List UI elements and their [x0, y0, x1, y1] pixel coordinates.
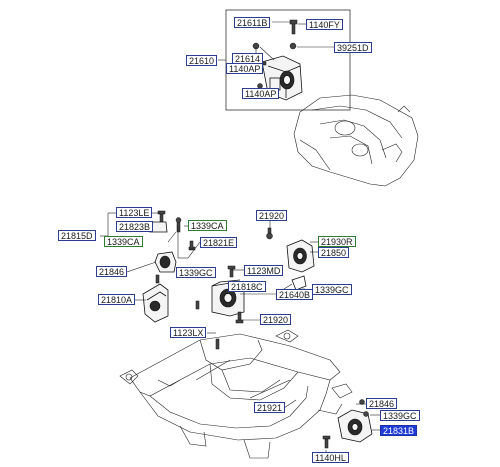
- left-mount-assembly: [142, 210, 182, 323]
- part-label-21815D[interactable]: 21815D: [58, 230, 96, 241]
- part-label-21846-left[interactable]: 21846: [96, 266, 128, 277]
- part-label-21831B-highlighted[interactable]: 21831B: [380, 425, 418, 436]
- part-label-1339CA-right[interactable]: 1339CA: [188, 220, 227, 231]
- part-label-21823B[interactable]: 21823B: [116, 221, 154, 232]
- part-label-1140AP-lower[interactable]: 1140AP: [242, 88, 280, 99]
- part-label-21818C[interactable]: 21818C: [228, 281, 266, 292]
- part-label-21640B[interactable]: 21640B: [276, 289, 314, 300]
- part-label-1123LX[interactable]: 1123LX: [170, 327, 207, 338]
- right-mount-assembly: [266, 227, 315, 298]
- part-label-1123LE[interactable]: 1123LE: [116, 207, 153, 218]
- part-label-21810A[interactable]: 21810A: [98, 294, 136, 305]
- rear-mount-assembly: [322, 399, 373, 449]
- engine-block-outline: [293, 94, 419, 187]
- part-label-39251D[interactable]: 39251D: [334, 42, 372, 53]
- part-label-1123MD[interactable]: 1123MD: [244, 265, 284, 276]
- part-label-1140FY[interactable]: 1140FY: [306, 19, 343, 30]
- front-subframe: [119, 329, 353, 459]
- part-label-1339GC-lower[interactable]: 1339GC: [380, 410, 420, 421]
- part-label-1140AP-upper[interactable]: 1140AP: [226, 63, 264, 74]
- part-label-1339GC-right[interactable]: 1339GC: [312, 284, 352, 295]
- part-label-21846-right[interactable]: 21846: [366, 398, 398, 409]
- part-label-21921[interactable]: 21921: [254, 402, 286, 413]
- part-label-21920-mid[interactable]: 21920: [260, 314, 292, 325]
- part-label-21821E[interactable]: 21821E: [200, 237, 238, 248]
- part-label-21930R[interactable]: 21930R: [318, 236, 356, 247]
- part-label-21850[interactable]: 21850: [318, 247, 350, 258]
- part-label-21611B[interactable]: 21611B: [234, 17, 271, 28]
- center-mount-assembly: [211, 265, 245, 324]
- part-label-21920-top[interactable]: 21920: [256, 210, 288, 221]
- part-label-1339CA-left[interactable]: 1339CA: [104, 236, 143, 247]
- part-label-1140HL[interactable]: 1140HL: [312, 452, 349, 463]
- part-label-1339GC-left[interactable]: 1339GC: [176, 267, 216, 278]
- part-label-21610[interactable]: 21610: [186, 55, 218, 66]
